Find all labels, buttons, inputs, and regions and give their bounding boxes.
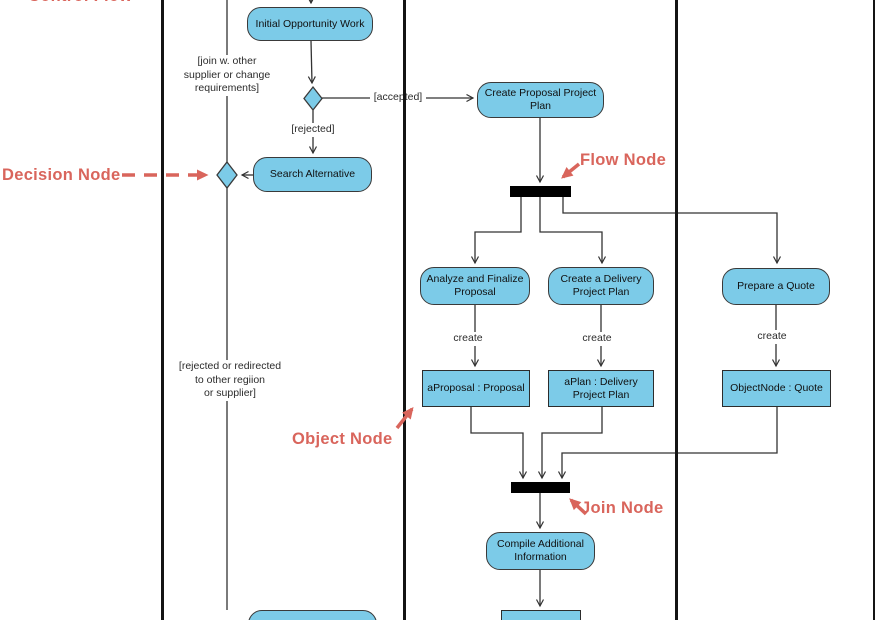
activity-initial-opportunity-work: Initial Opportunity Work <box>247 7 373 41</box>
guard-rejected: [rejected] <box>286 123 340 137</box>
guard-rejected-or-redirected: [rejected or redirected to other regiion… <box>170 360 290 401</box>
control-flow-edges <box>226 0 782 610</box>
edge-label-create-2: create <box>579 332 615 346</box>
edge-fork-to-delivery <box>539 197 607 265</box>
activity-create-a-delivery-project-plan: Create a Delivery Project Plan <box>548 267 654 305</box>
edge-proposal-to-join <box>470 407 528 480</box>
annotation-control-flow: Control Flow <box>28 0 132 6</box>
edge-label-create-3: create <box>754 330 790 344</box>
activity-prepare-a-quote: Prepare a Quote <box>722 268 830 305</box>
edge-quote-to-join <box>557 407 778 480</box>
edge-initial-to-decision <box>307 40 316 85</box>
object-node-bottom-cutoff <box>501 610 581 620</box>
edge-fork-to-analyze <box>470 197 522 265</box>
edge-plan-to-join <box>537 407 603 480</box>
annotation-join-node: Join Node <box>581 499 664 517</box>
activity-bottom-cutoff <box>248 610 377 620</box>
decision-node-shape <box>216 160 238 190</box>
annotation-object-node: Object Node <box>292 430 393 448</box>
fork-bar-shape <box>510 186 571 197</box>
swimlane-divider-2 <box>403 0 406 620</box>
guard-join-with-other: [join w. other supplier or change requir… <box>177 55 277 96</box>
object-node-aplan: aPlan : Delivery Project Plan <box>548 370 654 407</box>
swimlane-divider-1 <box>161 0 164 620</box>
swimlane-divider-4 <box>873 0 875 620</box>
object-node-quote: ObjectNode : Quote <box>722 370 831 407</box>
object-node-aproposal: aProposal : Proposal <box>422 370 530 407</box>
join-bar-shape <box>511 482 570 493</box>
edge-label-create-1: create <box>450 332 486 346</box>
merge-node-shape <box>303 85 323 112</box>
activity-create-proposal-project-plan: Create Proposal Project Plan <box>477 82 604 118</box>
swimlane-divider-3 <box>675 0 678 620</box>
annotation-flow-node: Flow Node <box>580 151 667 169</box>
annotation-decision-node: Decision Node <box>2 166 121 184</box>
activity-search-alternative: Search Alternative <box>253 157 372 192</box>
guard-accepted: [accepted] <box>370 91 426 105</box>
edge-fork-to-quote <box>562 197 782 265</box>
activity-compile-additional-information: Compile Additional Information <box>486 532 595 570</box>
activity-analyze-and-finalize-proposal: Analyze and Finalize Proposal <box>420 267 530 305</box>
